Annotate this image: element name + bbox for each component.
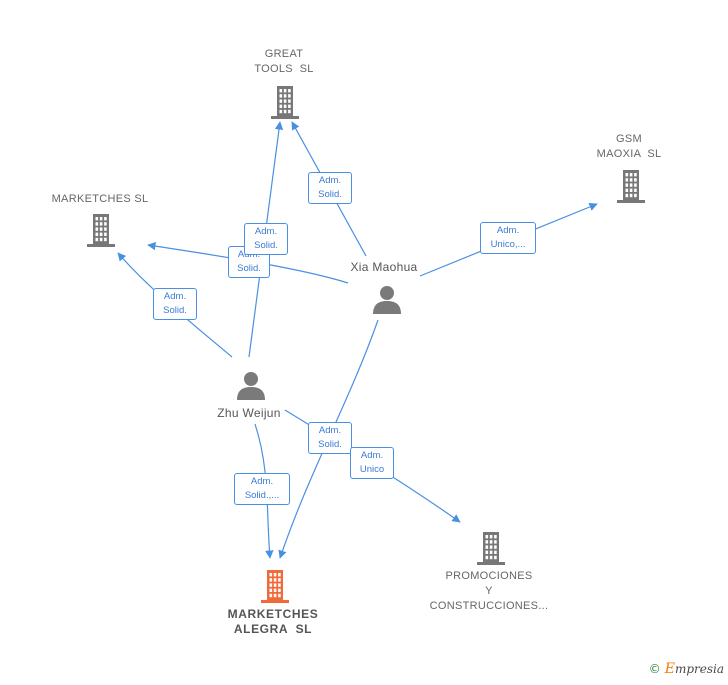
edge-label-zhu-promociones[interactable]: Adm. Unico — [350, 447, 394, 479]
brand-name: mpresia — [674, 662, 724, 676]
promociones-building-icon[interactable] — [475, 530, 507, 566]
marketches-alegra-building-icon[interactable] — [259, 568, 291, 604]
marketches-sl-building-icon[interactable] — [85, 212, 117, 248]
great-tools-building-icon[interactable] — [269, 84, 301, 120]
zhu-weijun-person-icon[interactable] — [235, 369, 267, 401]
marketches-alegra-label[interactable]: MARKETCHES ALEGRA SL — [227, 607, 319, 636]
great-tools-label[interactable]: GREAT TOOLS SL — [254, 48, 314, 75]
xia-maohua-label[interactable]: Xia Maohua — [350, 260, 418, 274]
marketches-sl-label[interactable]: MARKETCHES SL — [51, 193, 149, 205]
edge-label-xia-gsm[interactable]: Adm. Unico,... — [480, 222, 536, 254]
edge-label-zhu-marketches[interactable]: Adm. Solid. — [153, 288, 197, 320]
gsm-maoxia-label[interactable]: GSM MAOXIA SL — [596, 133, 662, 160]
edge-label-zhu-alegra[interactable]: Adm. Solid.,... — [234, 473, 290, 505]
brand-initial: E — [664, 661, 675, 677]
edge-label-zhu-great[interactable]: Adm. Solid. — [244, 223, 288, 255]
gsm-maoxia-building-icon[interactable] — [615, 168, 647, 204]
copyright-symbol: © — [648, 662, 661, 676]
xia-maohua-person-icon[interactable] — [371, 283, 403, 315]
zhu-weijun-label[interactable]: Zhu Weijun — [217, 406, 281, 420]
empresia-brand: ©Empresia — [649, 661, 724, 677]
edge-label-xia-alegra[interactable]: Adm. Solid. — [308, 422, 352, 454]
edge-label-xia-great[interactable]: Adm. Solid. — [308, 172, 352, 204]
promociones-label[interactable]: PROMOCIONES Y CONSTRUCCIONES... — [429, 570, 549, 612]
